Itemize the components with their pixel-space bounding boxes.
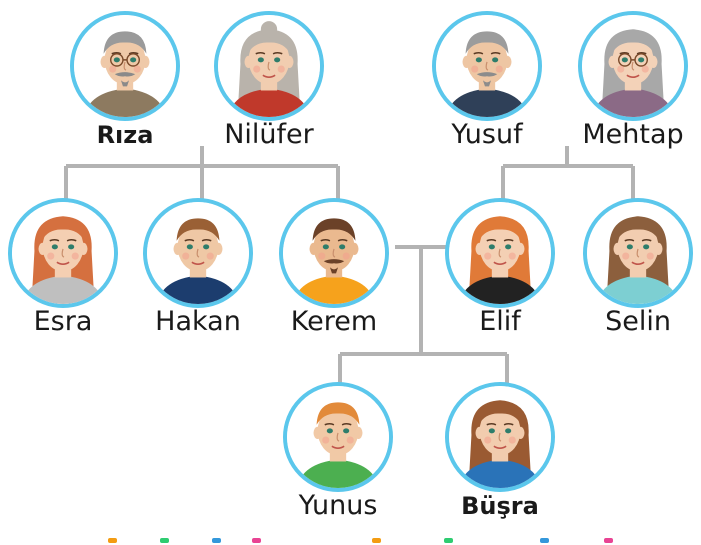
portrait-illustration	[582, 15, 684, 117]
person-name: Yunus	[298, 490, 378, 521]
avatar	[8, 198, 118, 308]
portrait-illustration	[218, 15, 320, 117]
avatar	[432, 11, 542, 121]
portrait-illustration	[436, 15, 538, 117]
person-esra: Esra	[8, 198, 118, 348]
person-selin: Selin	[583, 198, 693, 348]
portrait-illustration	[283, 202, 385, 304]
connector-kerem-elif-children	[338, 247, 509, 385]
avatar	[279, 198, 389, 308]
person-nilufer: Nilüfer	[214, 11, 324, 161]
person-name: Nilüfer	[224, 119, 314, 150]
person-hakan: Hakan	[143, 198, 253, 348]
person-mehtap: Mehtap	[578, 11, 688, 161]
person-name: Yusuf	[451, 119, 523, 150]
avatar	[578, 11, 688, 121]
person-name: Esra	[33, 306, 93, 337]
connector-yusuf-mehtap-children	[501, 146, 635, 200]
footer-dot	[540, 538, 549, 543]
avatar	[143, 198, 253, 308]
portrait-illustration	[587, 202, 689, 304]
person-name: Mehtap	[582, 119, 684, 150]
avatar	[583, 198, 693, 308]
person-riza: Rıza	[70, 11, 180, 161]
footer-dot	[252, 538, 261, 543]
connector-riza-nilufer-children	[64, 146, 340, 200]
person-name: Hakan	[155, 306, 241, 337]
portrait-illustration	[449, 386, 551, 488]
footer-dot	[160, 538, 169, 543]
portrait-illustration	[147, 202, 249, 304]
person-name: Büşra	[461, 492, 539, 520]
portrait-illustration	[449, 202, 551, 304]
footer-dot	[212, 538, 221, 543]
footer-dot	[372, 538, 381, 543]
person-name: Rıza	[96, 121, 154, 149]
avatar	[214, 11, 324, 121]
person-name: Elif	[479, 306, 521, 337]
avatar	[445, 382, 555, 492]
person-name: Kerem	[290, 306, 378, 337]
footer-dot	[108, 538, 117, 543]
avatar	[70, 11, 180, 121]
person-busra: Büşra	[445, 382, 555, 532]
portrait-illustration	[287, 386, 389, 488]
portrait-illustration	[12, 202, 114, 304]
person-kerem: Kerem	[279, 198, 389, 348]
portrait-illustration	[74, 15, 176, 117]
person-yunus: Yunus	[283, 382, 393, 532]
avatar	[445, 198, 555, 308]
person-name: Selin	[605, 306, 671, 337]
footer-dot	[604, 538, 613, 543]
footer-dot	[444, 538, 453, 543]
person-yusuf: Yusuf	[432, 11, 542, 161]
footer-decoration	[0, 536, 701, 545]
person-elif: Elif	[445, 198, 555, 348]
avatar	[283, 382, 393, 492]
